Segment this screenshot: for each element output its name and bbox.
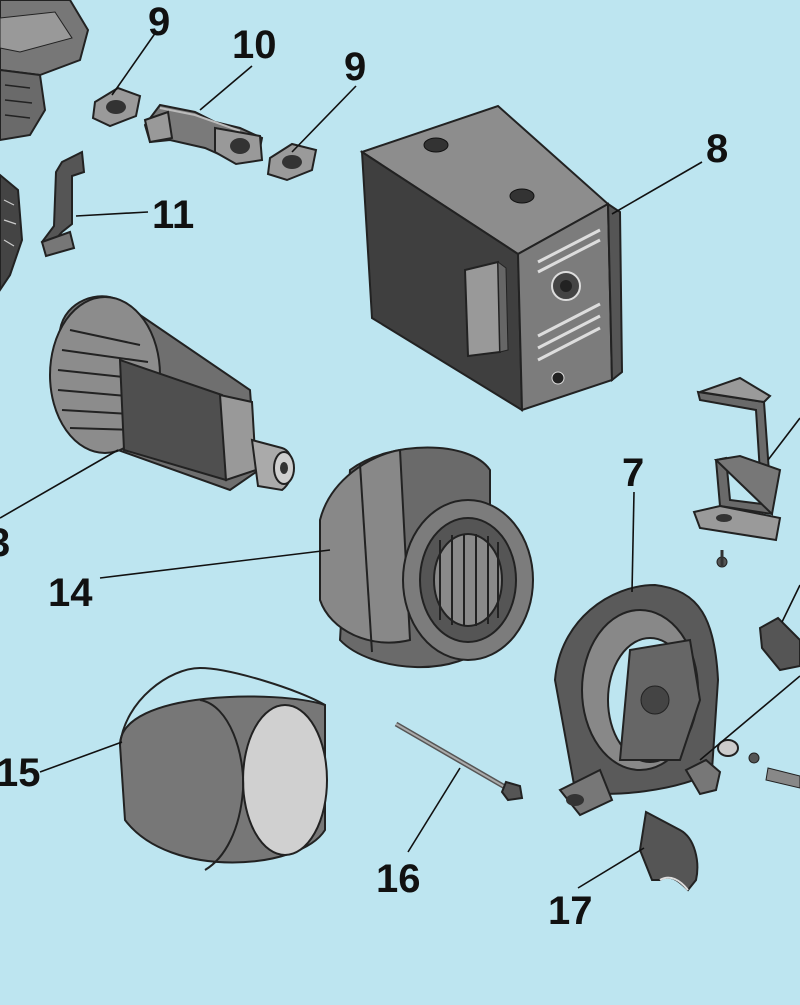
exhaust-pipe bbox=[143, 103, 264, 166]
callout-10: 10 bbox=[232, 23, 277, 67]
bracket-small bbox=[40, 150, 86, 258]
callout-labels: 9 10 9 8 11 3 14 7 15 16 17 bbox=[0, 0, 728, 933]
callout-14: 14 bbox=[48, 571, 93, 615]
callout-9-left: 9 bbox=[148, 0, 170, 44]
gasket-right bbox=[266, 142, 318, 182]
stator bbox=[319, 446, 534, 668]
stator-housing bbox=[118, 666, 328, 871]
rotor bbox=[49, 295, 295, 492]
mounting-bracket bbox=[692, 376, 800, 542]
fastener-parts bbox=[684, 550, 800, 796]
callout-16: 16 bbox=[376, 857, 421, 901]
callout-17: 17 bbox=[548, 889, 593, 933]
leader-lines bbox=[0, 31, 703, 889]
callout-9-right: 9 bbox=[344, 45, 366, 89]
callout-11: 11 bbox=[152, 193, 194, 237]
control-box bbox=[359, 104, 624, 412]
callout-8: 8 bbox=[706, 127, 728, 171]
callout-3: 3 bbox=[0, 521, 10, 565]
callout-7: 7 bbox=[622, 451, 644, 495]
end-cap bbox=[638, 810, 699, 892]
callout-15: 15 bbox=[0, 751, 41, 795]
end-cover bbox=[553, 583, 720, 817]
engine-fragment bbox=[0, 0, 90, 292]
through-bolt bbox=[394, 721, 524, 802]
gasket-left bbox=[91, 86, 142, 128]
